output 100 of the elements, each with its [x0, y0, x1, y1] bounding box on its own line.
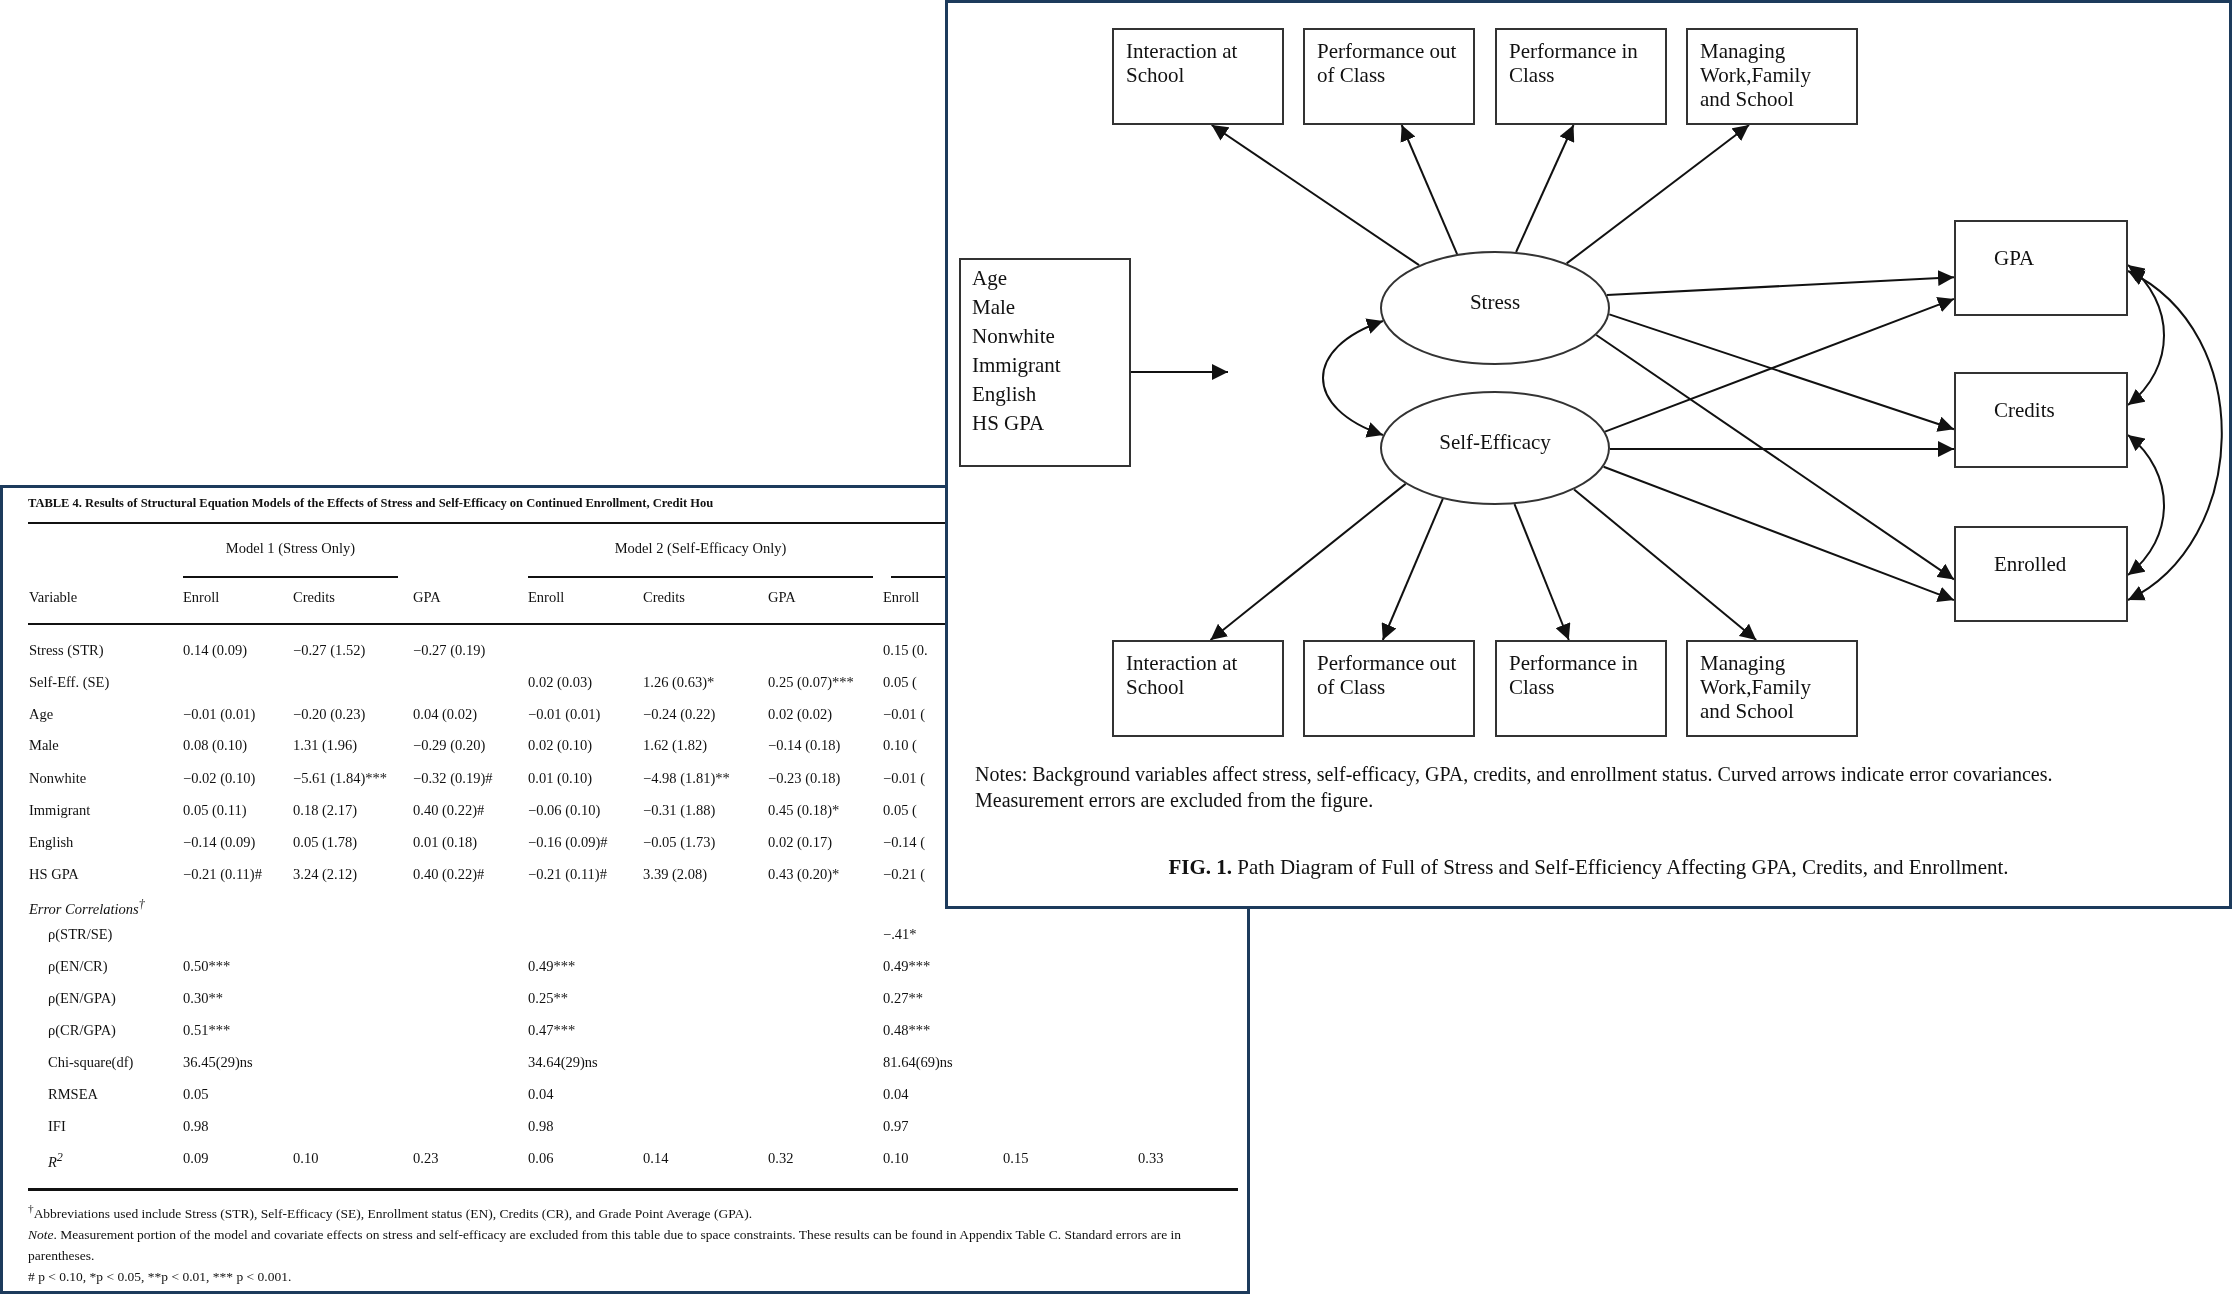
- row-label: Age: [29, 706, 54, 723]
- table-value: 0.04: [528, 1086, 554, 1103]
- column-header: GPA: [768, 589, 796, 606]
- arrow: [1595, 334, 1955, 581]
- table-value: −0.01 (0.01): [528, 706, 601, 723]
- table-value: 0.15 (0.: [883, 642, 928, 659]
- table-value: −0.21 (0.11)#: [528, 866, 607, 883]
- table-value: 36.45(29)ns: [183, 1054, 253, 1071]
- table-value: −5.61 (1.84)***: [293, 770, 387, 787]
- table-value: 34.64(29)ns: [528, 1054, 598, 1071]
- variable-label: Immigrant: [972, 352, 1062, 379]
- table-value: −0.27 (0.19): [413, 642, 486, 659]
- table-value: 0.48***: [883, 1022, 931, 1039]
- table-value: 0.08 (0.10): [183, 737, 248, 754]
- table-title: TABLE 4. Results of Structural Equation Models of the Effects of Stress and Self-Efficacy on Continued Enrollment, Credit Hou: [28, 496, 714, 511]
- table-value: 0.50***: [183, 958, 231, 975]
- table-value: 0.25**: [528, 990, 568, 1007]
- variable-box: GPA: [1954, 220, 2128, 316]
- arrow: [1513, 503, 1571, 641]
- table-value: 0.98: [528, 1118, 554, 1135]
- arrow: [1210, 124, 1421, 267]
- row-label: ρ(EN/GPA): [48, 990, 116, 1007]
- footnote: Note. Measurement portion of the model and covariate effects on stress and self-efficacy are excluded from this table due to space constraints. These results can be found in Appendix Table C. Standard errors are in parentheses.: [28, 1225, 1183, 1265]
- table-value: 0.05 (: [883, 802, 917, 819]
- table-value: 81.64(69)ns: [883, 1054, 953, 1071]
- table-value: −0.01 (: [883, 706, 925, 723]
- row-label: R$^{2}$: [48, 1150, 63, 1171]
- variable-label: Male: [972, 294, 1017, 321]
- arrow: [1609, 441, 1955, 457]
- table-value: 0.47***: [528, 1022, 576, 1039]
- arrow: [1322, 319, 1384, 437]
- table-value: −0.21 (: [883, 866, 925, 883]
- table-value: −4.98 (1.81)**: [643, 770, 730, 787]
- table-value: −0.01 (: [883, 770, 925, 787]
- table-value: 0.01 (0.10): [528, 770, 593, 787]
- table-value: −0.23 (0.18): [768, 770, 841, 787]
- column-header: Credits: [643, 589, 685, 606]
- variable-box: [959, 258, 1131, 467]
- table-value: 0.09: [183, 1150, 209, 1167]
- arrow: [2127, 270, 2223, 601]
- table-value: −0.21 (0.11)#: [183, 866, 262, 883]
- column-header: GPA: [413, 589, 441, 606]
- table-value: 0.02 (0.17): [768, 834, 833, 851]
- table-value: 0.33: [1138, 1150, 1164, 1167]
- arrow: [1515, 124, 1575, 253]
- arrow: [1130, 364, 1229, 380]
- table-value: 0.04 (0.02): [413, 706, 478, 723]
- table-value: −0.14 (: [883, 834, 925, 851]
- table-value: 0.98: [183, 1118, 209, 1135]
- arrow: [1573, 488, 1758, 641]
- table-value: 0.02 (0.02): [768, 706, 833, 723]
- table-value: 0.15: [1003, 1150, 1029, 1167]
- variable-box: Managing Work,Family and School: [1686, 640, 1858, 737]
- table-value: −0.02 (0.10): [183, 770, 256, 787]
- table-value: −0.29 (0.20): [413, 737, 486, 754]
- table-value: 0.43 (0.20)*: [768, 866, 840, 883]
- arrow: [1565, 124, 1750, 265]
- variable-label: HS GPA: [972, 410, 1046, 437]
- table-value: 0.40 (0.22)#: [413, 802, 485, 819]
- table-value: −0.05 (1.73): [643, 834, 716, 851]
- row-label: HS GPA: [29, 866, 79, 883]
- figure-caption: FIG. 1. Path Diagram of Full of Stress and Self-Efficiency Affecting GPA, Credits, and Enrollment.: [1167, 855, 2010, 880]
- table-value: −0.06 (0.10): [528, 802, 601, 819]
- variable-label: Nonwhite: [972, 323, 1056, 350]
- row-label: Nonwhite: [29, 770, 87, 787]
- arrow: [1400, 124, 1459, 256]
- variable-label: Age: [972, 265, 1008, 292]
- table-value: 0.02 (0.10): [528, 737, 593, 754]
- table-value: −0.14 (0.09): [183, 834, 256, 851]
- row-label: ρ(CR/GPA): [48, 1022, 116, 1039]
- column-header: Variable: [29, 589, 78, 606]
- column-header: Credits: [293, 589, 335, 606]
- arrow: [1209, 482, 1407, 641]
- variable-label: English: [972, 381, 1038, 408]
- note-text: Notes: Background variables affect stress, self-efficacy, GPA, credits, and enrollment status. Curved arrows indicate error covariances. Measurement errors are excluded from the figure.: [975, 762, 2054, 813]
- table-value: 3.24 (2.12): [293, 866, 358, 883]
- latent-variable-ellipse: Stress: [1380, 251, 1610, 365]
- table-value: 0.18 (2.17): [293, 802, 358, 819]
- table-value: 0.30**: [183, 990, 223, 1007]
- column-group-header: Model 2 (Self-Efficacy Only): [613, 540, 788, 557]
- table-value: 0.45 (0.18)*: [768, 802, 840, 819]
- table-value: 3.39 (2.08): [643, 866, 708, 883]
- column-group-header: Model 1 (Stress Only): [224, 540, 357, 557]
- arrow: [2127, 264, 2165, 406]
- table-value: 0.05 (: [883, 674, 917, 691]
- table-value: 0.97: [883, 1118, 909, 1135]
- table-value: 0.06: [528, 1150, 554, 1167]
- row-label: RMSEA: [48, 1086, 98, 1103]
- table-value: 0.27**: [883, 990, 923, 1007]
- row-label: Stress (STR): [29, 642, 104, 659]
- table-value: 0.51***: [183, 1022, 231, 1039]
- row-label: English: [29, 834, 74, 851]
- table-value: 0.40 (0.22)#: [413, 866, 485, 883]
- table-value: −0.20 (0.23): [293, 706, 366, 723]
- variable-box: Performance out of Class: [1303, 640, 1475, 737]
- row-label: Self-Eff. (SE): [29, 674, 110, 691]
- table-value: −0.32 (0.19)#: [413, 770, 493, 787]
- table-value: 0.14: [643, 1150, 669, 1167]
- section-label: Error Correlations$^{†}$: [29, 897, 145, 918]
- table-value: −.41*: [883, 926, 917, 943]
